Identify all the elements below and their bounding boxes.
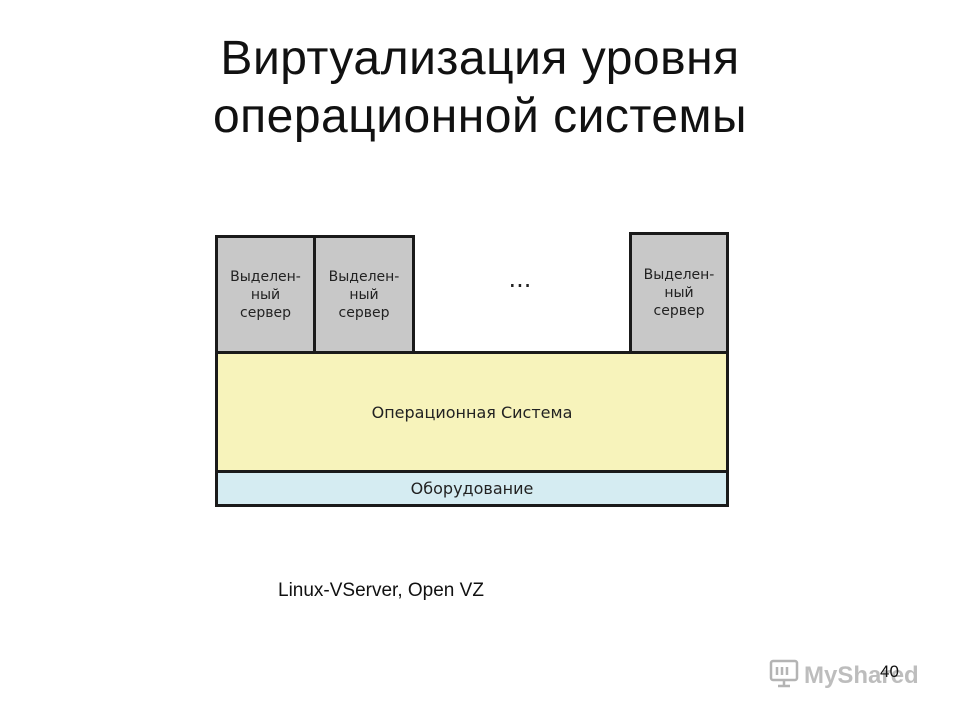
operating-system-layer: Операционная Система bbox=[215, 351, 729, 473]
caption-text: Linux-VServer, Open VZ bbox=[278, 580, 484, 601]
hardware-layer: Оборудование bbox=[215, 473, 729, 507]
slide-title-line-2: операционной системы bbox=[212, 90, 748, 143]
slide-title: Виртуализация уровня операционной систем… bbox=[0, 30, 960, 146]
page-number: 40 bbox=[880, 662, 899, 681]
slide-title-line-1: Виртуализация уровня bbox=[220, 32, 740, 85]
watermark-text: MyShared bbox=[804, 662, 919, 689]
more-servers-ellipsis: ... bbox=[508, 265, 532, 293]
dedicated-server-box-1: Выделен- ный сервер bbox=[215, 235, 316, 354]
dedicated-server-box-3: Выделен- ный сервер bbox=[629, 232, 729, 354]
dedicated-server-box-2: Выделен- ный сервер bbox=[313, 235, 415, 354]
monitor-icon bbox=[769, 659, 799, 688]
myshared-watermark: MyShared bbox=[769, 659, 919, 689]
